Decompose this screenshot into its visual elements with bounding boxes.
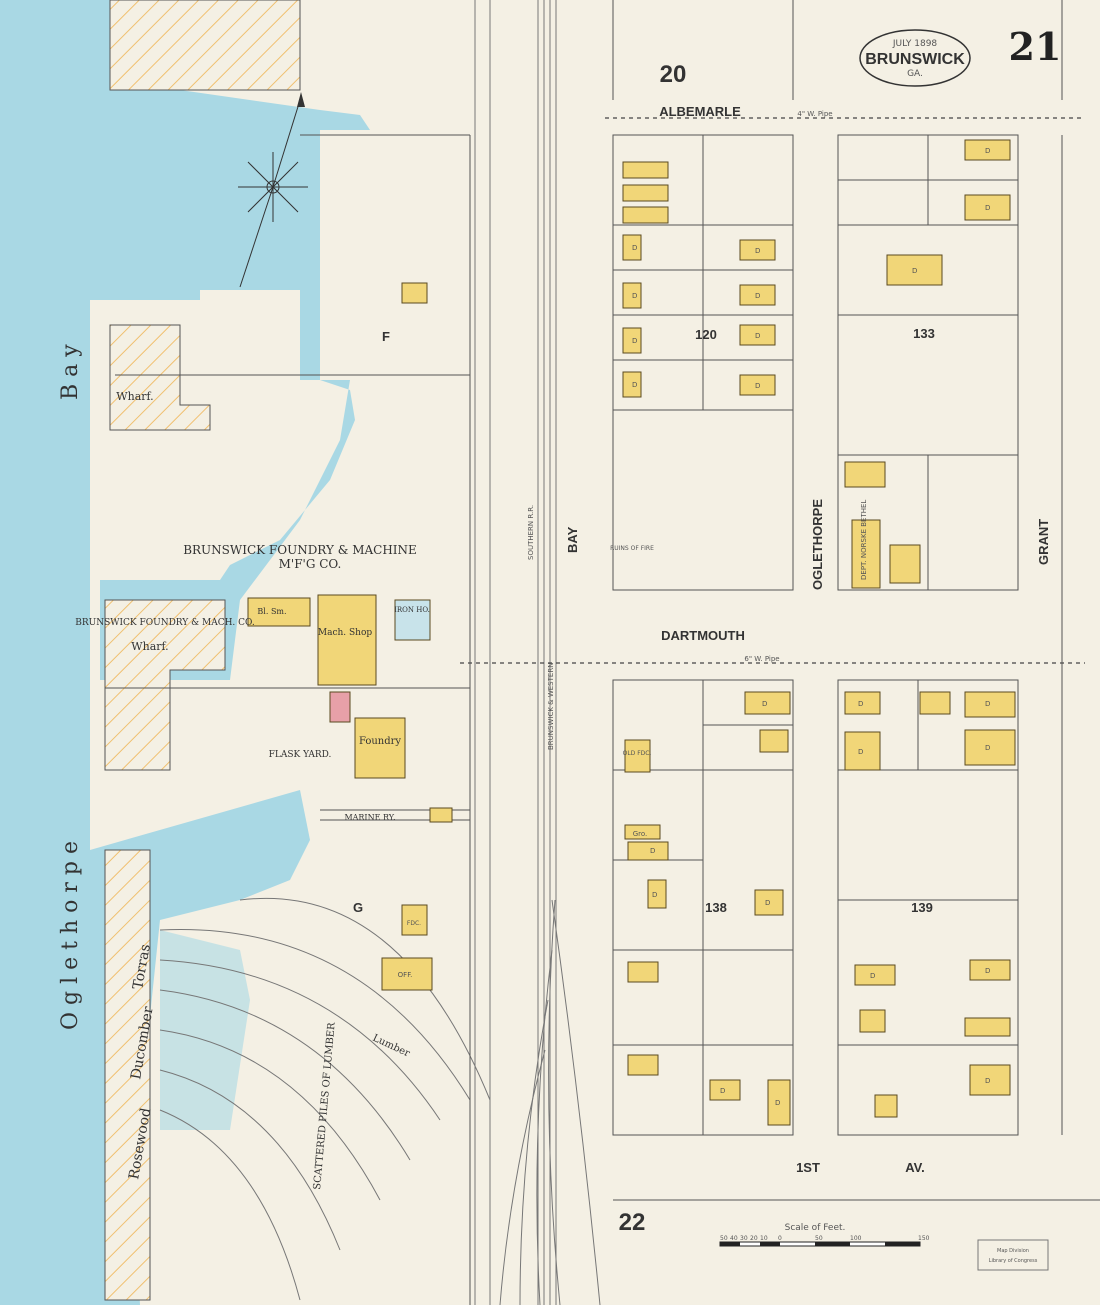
city-name: BRUNSWICK bbox=[865, 51, 965, 68]
block-letter-g: G bbox=[353, 900, 363, 915]
dwelling-label: D bbox=[985, 1077, 990, 1085]
foundry-label: Foundry bbox=[359, 736, 401, 747]
dwelling-label: D bbox=[762, 700, 767, 708]
machine-shop-label: Mach. Shop bbox=[318, 628, 373, 638]
dwelling-label: D bbox=[755, 247, 760, 255]
lumber-yard-tracks bbox=[159, 897, 491, 1301]
dwelling-markers: D D D D D D D D D D D D D D D D D D D D … bbox=[632, 147, 990, 1107]
wharf-company-label: BRUNSWICK FOUNDRY & MACH. CO. bbox=[75, 618, 255, 628]
wharf-label: Wharf. bbox=[131, 640, 168, 653]
dwelling-label: D bbox=[755, 332, 760, 340]
machine-shop-building bbox=[317, 594, 377, 686]
dwelling-label: D bbox=[985, 147, 990, 155]
street-oglethorpe: OGLETHORPE bbox=[810, 499, 825, 590]
foundry-company-title: BRUNSWICK FOUNDRY & MACHINE bbox=[183, 543, 417, 557]
scale-tick: 30 bbox=[740, 1235, 748, 1242]
sheet-number: 21 bbox=[1009, 24, 1062, 69]
foundry-building bbox=[354, 717, 406, 779]
street-av: AV. bbox=[905, 1160, 925, 1175]
dwelling-label: D bbox=[632, 381, 637, 389]
dwelling-label: D bbox=[755, 382, 760, 390]
norske-bethel-label: DEPT. NORSKE BETHEL bbox=[860, 500, 868, 580]
scale-tick: 150 bbox=[918, 1235, 930, 1242]
wharf-areas bbox=[104, 0, 301, 1301]
block-139-outline bbox=[837, 679, 1019, 1136]
dwelling-label: D bbox=[870, 972, 875, 980]
dwelling-label: D bbox=[652, 891, 657, 899]
dwelling-label: D bbox=[765, 899, 770, 907]
water-label-oglethorpe: O g l e t h o r p e bbox=[58, 841, 83, 1030]
scale-tick: 50 bbox=[815, 1235, 823, 1242]
scale-tick: 40 bbox=[730, 1235, 738, 1242]
compass-rose-icon bbox=[238, 92, 308, 288]
state-name: GA. bbox=[907, 69, 923, 79]
grocery-label: Gro. bbox=[633, 830, 648, 838]
flask-yard-label: FLASK YARD. bbox=[269, 750, 332, 760]
lot-lines bbox=[105, 0, 1100, 1305]
dwelling-label: D bbox=[985, 744, 990, 752]
southern-rr-label: SOUTHERN R.R. bbox=[527, 505, 535, 560]
scale-tick: 50 bbox=[720, 1235, 728, 1242]
adjacent-sheet-bottom: 22 bbox=[619, 1209, 646, 1236]
scale-tick: 10 bbox=[760, 1235, 768, 1242]
sheet-date: JULY 1898 bbox=[892, 39, 938, 49]
street-bay: BAY bbox=[565, 526, 580, 553]
wharf-label-top: Wharf. bbox=[116, 390, 153, 403]
dwelling-label: D bbox=[985, 967, 990, 975]
dwelling-label: D bbox=[632, 292, 637, 300]
brunswick-western-label: BRUNSWICK & WESTERN bbox=[547, 663, 555, 750]
block-number-120: 120 bbox=[695, 327, 717, 342]
old-fdc-label: OLD FDC. bbox=[623, 750, 652, 757]
title-cartouche bbox=[859, 29, 971, 87]
street-first: 1ST bbox=[796, 1160, 820, 1175]
dwelling-label: D bbox=[858, 700, 863, 708]
block-number-133: 133 bbox=[913, 326, 935, 341]
street-dartmouth: DARTMOUTH bbox=[661, 628, 745, 643]
water-label-bay: B a y bbox=[58, 344, 83, 400]
scale-tick: 20 bbox=[750, 1235, 758, 1242]
railroad-tracks bbox=[474, 0, 601, 1305]
dwelling-label: D bbox=[985, 204, 990, 212]
brick-building bbox=[329, 691, 351, 723]
dwelling-label: D bbox=[632, 244, 637, 252]
dwelling-label: D bbox=[775, 1099, 780, 1107]
iron-house-label: IRON HO. bbox=[394, 606, 430, 614]
library-stamp-line1: Map Division bbox=[997, 1248, 1029, 1254]
street-albemarle: ALBEMARLE bbox=[659, 104, 741, 119]
dwelling-label: D bbox=[755, 292, 760, 300]
office-label: OFF. bbox=[398, 971, 413, 979]
scale-label: Scale of Feet. bbox=[785, 1223, 846, 1233]
iron-house-building bbox=[394, 599, 431, 641]
street-grant: GRANT bbox=[1036, 519, 1051, 565]
water-pipe-label-top: 4" W. Pipe bbox=[797, 110, 832, 118]
block-letter-f: F bbox=[382, 329, 390, 344]
lot-buildings bbox=[381, 139, 1016, 1126]
library-stamp bbox=[977, 1239, 1049, 1271]
dwelling-label: D bbox=[912, 267, 917, 275]
water-pipe-label-mid: 6" W. Pipe bbox=[744, 655, 779, 663]
fdc-label: FDC. bbox=[407, 920, 421, 927]
dwelling-label: D bbox=[720, 1087, 725, 1095]
scale-tick: 0 bbox=[778, 1235, 782, 1242]
wharf-torras: Torras bbox=[130, 943, 154, 991]
dwelling-label: D bbox=[985, 700, 990, 708]
adjacent-sheet-top: 20 bbox=[660, 61, 687, 88]
ruins-of-fire-label: RUINS OF FIRE bbox=[610, 545, 654, 552]
foundry-complex bbox=[247, 282, 453, 823]
foundry-company-subtitle: M'F'G CO. bbox=[279, 557, 342, 571]
scale-tick: 100 bbox=[850, 1235, 862, 1242]
blacksmith-label: Bl. Sm. bbox=[257, 607, 286, 616]
block-number-138: 138 bbox=[705, 900, 727, 915]
library-stamp-line2: Library of Congress bbox=[989, 1258, 1038, 1264]
dwelling-label: D bbox=[632, 337, 637, 345]
dwelling-label: D bbox=[858, 748, 863, 756]
blacksmith-building bbox=[247, 597, 311, 627]
block-number-139: 139 bbox=[911, 900, 933, 915]
dwelling-label: D bbox=[650, 847, 655, 855]
marine-railway-label: MARINE RY. bbox=[344, 813, 395, 822]
